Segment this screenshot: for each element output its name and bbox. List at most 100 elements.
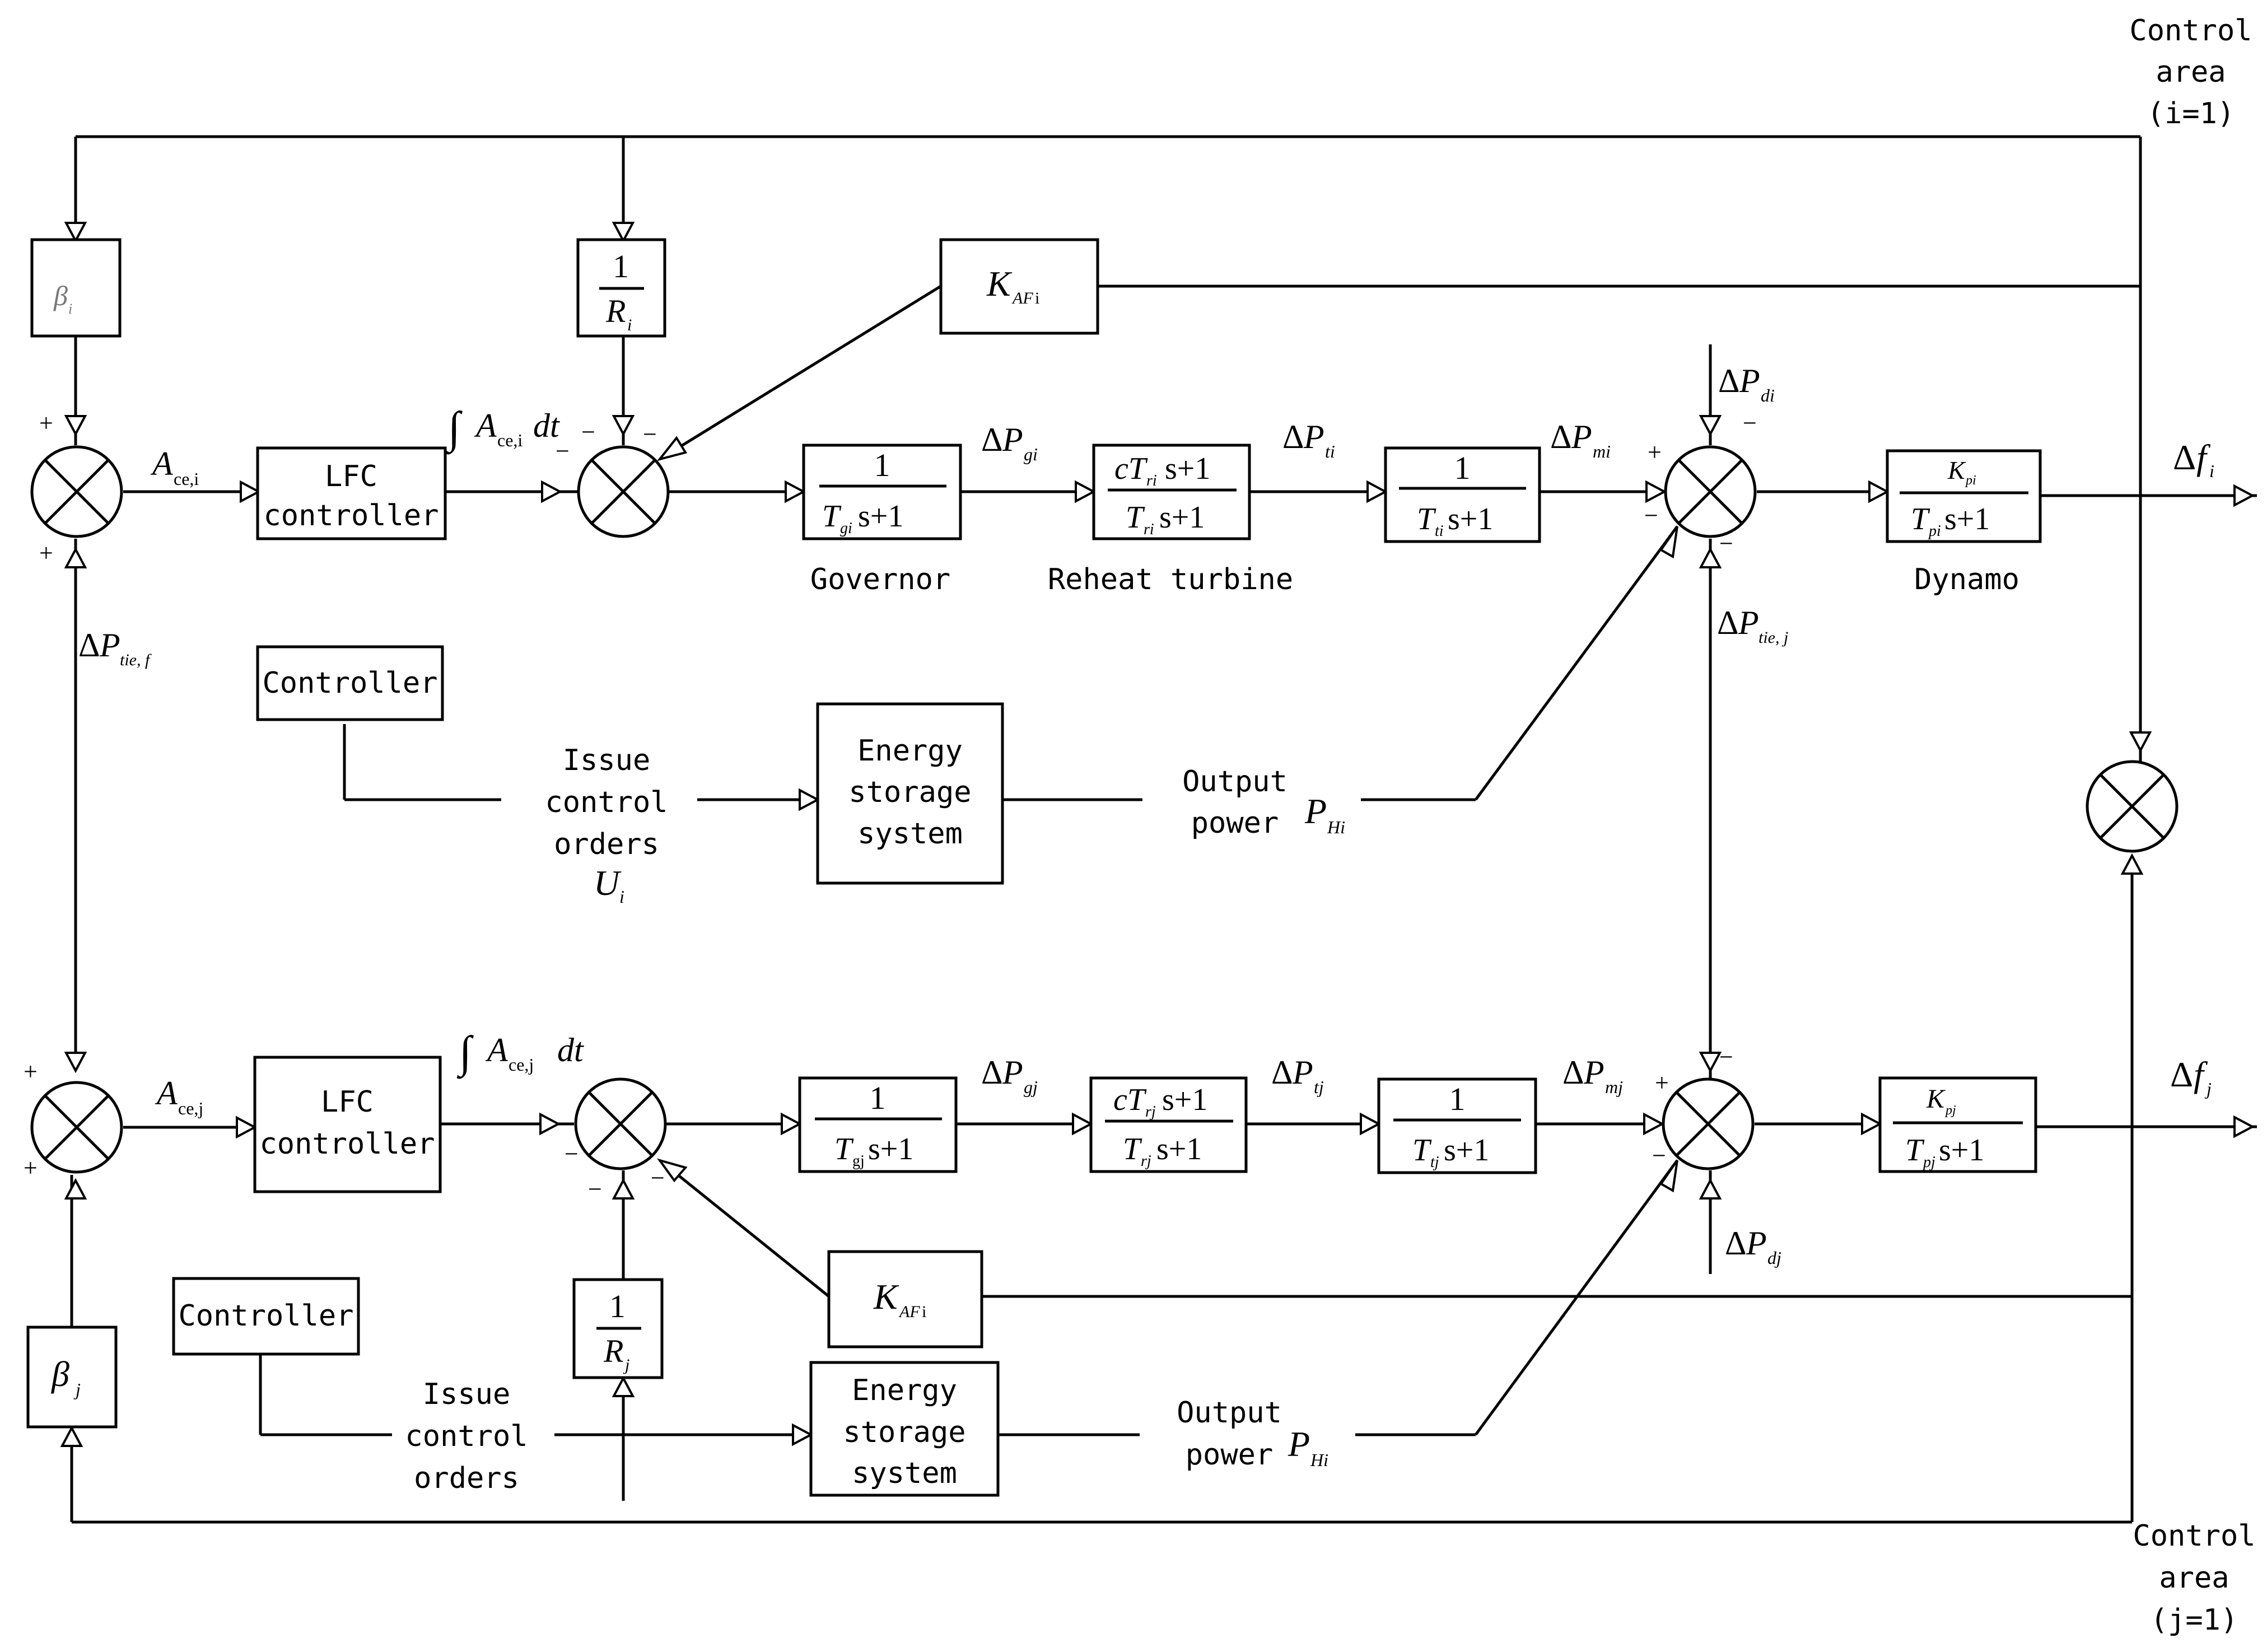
svg-text:Output: Output <box>1177 1396 1282 1430</box>
svg-text:tj: tj <box>1314 1077 1324 1097</box>
svg-text:Controller: Controller <box>262 666 437 700</box>
svg-text:Issue: Issue <box>563 744 651 777</box>
svg-text:Δ: Δ <box>1717 604 1739 641</box>
svg-text:s+1: s+1 <box>1939 1133 1984 1168</box>
svg-text:di: di <box>1761 385 1775 405</box>
svg-text:area: area <box>2159 1561 2229 1595</box>
svg-text:i: i <box>619 886 624 907</box>
svg-text:i: i <box>922 1303 926 1321</box>
svg-text:U: U <box>594 863 622 903</box>
svg-text:AF: AF <box>1011 289 1033 307</box>
ace-i-integral-symbol: ∫ A ce,i dt <box>445 403 560 455</box>
svg-text:(i=1): (i=1) <box>2147 97 2235 130</box>
svg-text:A: A <box>150 445 173 482</box>
lfc-controller-i: LFC controller <box>256 446 447 540</box>
svg-text:−: − <box>556 437 570 465</box>
svg-text:i: i <box>68 301 72 317</box>
svg-text:power: power <box>1186 1438 1274 1472</box>
arrowheads <box>60 222 2255 1447</box>
svg-text:K: K <box>986 264 1013 304</box>
dptie-j-symbol: Δ P tie, j <box>1717 604 1788 647</box>
svg-text:ri: ri <box>1144 521 1154 538</box>
svg-text:c: c <box>1113 1082 1127 1117</box>
svg-text:gi: gi <box>840 520 852 537</box>
svg-text:−: − <box>1719 1043 1733 1071</box>
svg-text:j: j <box>623 1356 629 1374</box>
svg-text:P: P <box>1738 604 1759 641</box>
svg-text:T: T <box>1911 502 1930 536</box>
svg-text:P: P <box>1002 1054 1023 1091</box>
svg-text:A: A <box>485 1032 508 1068</box>
svg-text:−: − <box>1652 1142 1666 1169</box>
svg-text:T: T <box>822 499 842 534</box>
svg-text:1: 1 <box>613 248 629 284</box>
svg-text:Δ: Δ <box>2170 1054 2193 1094</box>
svg-text:ce,i: ce,i <box>174 469 199 489</box>
svg-text:A: A <box>155 1075 178 1112</box>
dfi-symbol: Δ f i <box>2173 437 2214 481</box>
droop-ri-block: 1 R i <box>576 238 666 338</box>
summer-gov-j <box>574 1077 667 1170</box>
svg-text:K: K <box>1926 1084 1946 1114</box>
reheat-turbine-i-block: c T ri s+1 T ri s+1 <box>1092 444 1251 540</box>
svg-text:pj: pj <box>1922 1154 1935 1171</box>
svg-text:j: j <box>2204 1079 2212 1099</box>
svg-text:s+1: s+1 <box>1162 1082 1207 1117</box>
svg-text:−: − <box>643 421 657 448</box>
svg-text:1: 1 <box>1449 1081 1466 1117</box>
summer-freq-diff <box>2086 760 2179 853</box>
svg-text:∫: ∫ <box>445 403 463 455</box>
svg-text:mi: mi <box>1593 441 1611 461</box>
svg-text:controller: controller <box>263 499 439 533</box>
dptj-symbol: Δ P tj <box>1271 1054 1324 1097</box>
svg-text:Δ: Δ <box>78 627 100 664</box>
svg-text:R: R <box>605 293 626 329</box>
svg-text:P: P <box>1739 362 1760 399</box>
svg-text:control: control <box>405 1420 528 1453</box>
svg-text:AF: AF <box>898 1303 920 1321</box>
svg-text:LFC: LFC <box>321 1085 374 1119</box>
svg-text:Hi: Hi <box>1327 817 1345 837</box>
svg-text:dt: dt <box>533 407 560 444</box>
summing-junctions <box>30 445 2179 1174</box>
svg-text:s+1: s+1 <box>1159 500 1205 535</box>
energy-storage-top-block: Energy storage system <box>816 702 1004 885</box>
governor-label: Governor <box>810 563 950 596</box>
svg-text:P: P <box>1288 1424 1310 1464</box>
output-power-top-label: Output power P Hi <box>1182 765 1345 840</box>
svg-text:T: T <box>1412 1133 1432 1168</box>
svg-text:ce,j: ce,j <box>509 1054 534 1075</box>
svg-text:−: − <box>1743 409 1757 437</box>
svg-text:rj: rj <box>1141 1152 1151 1170</box>
svg-text:P: P <box>1292 1054 1313 1091</box>
svg-text:+: + <box>39 539 53 567</box>
svg-text:P: P <box>1303 418 1324 455</box>
dpgi-symbol: Δ P gi <box>981 421 1038 464</box>
svg-text:ri: ri <box>1146 472 1157 489</box>
dynamo-i-block: K pi T pi s+1 <box>1886 449 2042 543</box>
svg-text:c: c <box>1114 451 1128 486</box>
svg-text:gj: gj <box>852 1152 865 1170</box>
svg-text:P: P <box>99 627 120 664</box>
svg-text:dj: dj <box>1767 1248 1781 1268</box>
governor-j-block: 1 T gj s+1 <box>798 1076 958 1173</box>
svg-text:β: β <box>50 1354 69 1394</box>
svg-text:storage: storage <box>843 1416 965 1449</box>
svg-text:+: + <box>24 1058 38 1085</box>
svg-text:−: − <box>1719 530 1733 557</box>
svg-text:s+1: s+1 <box>868 1132 913 1166</box>
svg-text:K: K <box>873 1277 899 1317</box>
svg-text:T: T <box>1123 1132 1142 1166</box>
svg-text:−: − <box>565 1140 579 1168</box>
ace-j-symbol: A ce,j <box>155 1075 203 1118</box>
kafi-bottom-block: K AF i <box>827 1250 983 1348</box>
svg-text:Control: Control <box>2129 14 2252 48</box>
reheat-turbine-label: Reheat turbine <box>1048 563 1293 596</box>
svg-text:Controller: Controller <box>178 1299 353 1333</box>
svg-text:T: T <box>834 1132 854 1166</box>
dpdj-symbol: Δ P dj <box>1725 1225 1781 1268</box>
svg-text:s+1: s+1 <box>1165 451 1210 486</box>
svg-text:Δ: Δ <box>981 1054 1003 1091</box>
svg-text:j: j <box>73 1379 81 1399</box>
svg-text:−: − <box>651 1164 665 1192</box>
